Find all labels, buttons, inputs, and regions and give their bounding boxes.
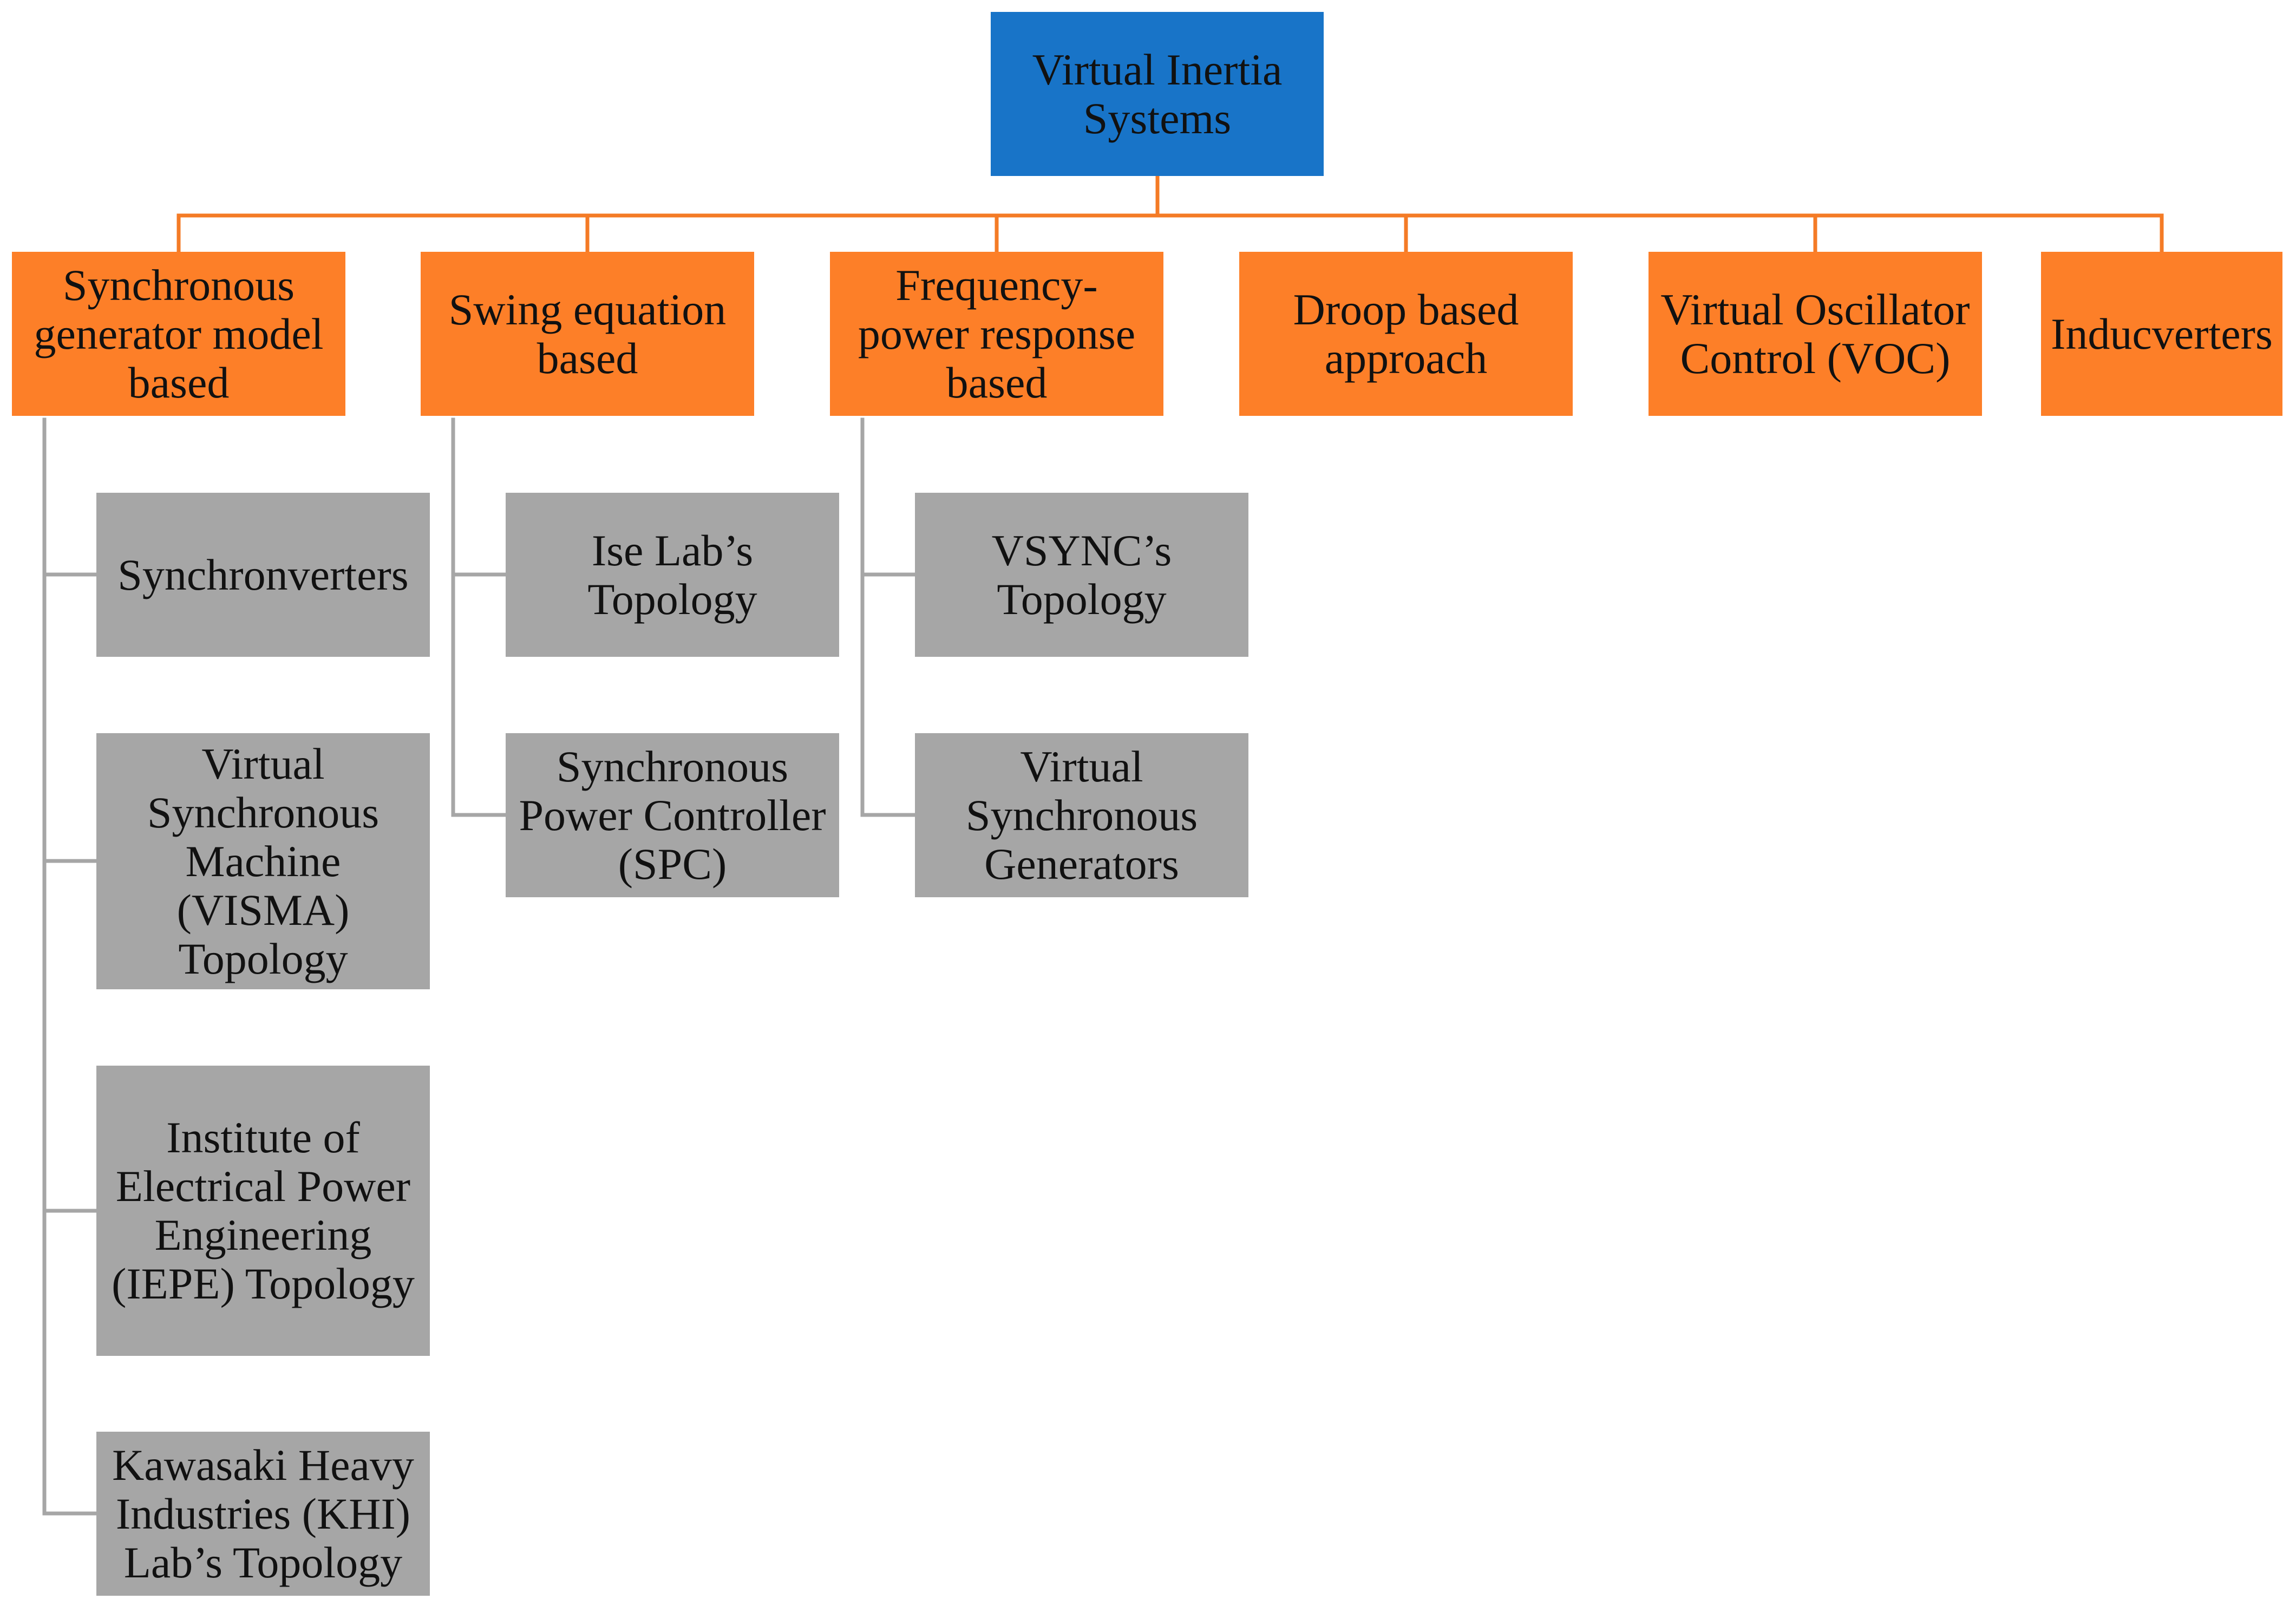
- item-node-synchronous-power-controller: Synchronous Power Controller (SPC): [506, 733, 839, 897]
- category-node-frequency-power-response: Frequency- power response based: [830, 252, 1163, 416]
- category-node-synchronous-generator-model: Synchronous generator model based: [12, 252, 345, 416]
- item-label: VSYNC’s Topology: [991, 525, 1172, 624]
- category-node-virtual-oscillator-control: Virtual Oscillator Control (VOC): [1649, 252, 1982, 416]
- category-connectors: [176, 174, 2164, 254]
- category-label: Droop based approach: [1293, 284, 1519, 383]
- item-node-virtual-synchronous-generators: Virtual Synchronous Generators: [915, 733, 1248, 897]
- item-label: Ise Lab’s Topology: [587, 525, 757, 624]
- category-label: Swing equation based: [448, 284, 727, 383]
- category-node-inducverters: Inducverters: [2041, 252, 2282, 416]
- category-node-droop-based: Droop based approach: [1239, 252, 1573, 416]
- category-node-swing-equation: Swing equation based: [421, 252, 754, 416]
- item-node-visma-topology: Virtual Synchronous Machine (VISMA) Topo…: [96, 733, 430, 989]
- item-node-synchronverters: Synchronverters: [96, 493, 430, 657]
- root-node-label: Virtual Inertia Systems: [1032, 44, 1283, 143]
- root-node: Virtual Inertia Systems: [991, 12, 1324, 176]
- item-node-vsync-topology: VSYNC’s Topology: [915, 493, 1248, 657]
- item-label: Kawasaki Heavy Industries (KHI) Lab’s To…: [112, 1440, 414, 1587]
- category-label: Frequency- power response based: [858, 260, 1136, 407]
- item-label: Synchronverters: [117, 550, 409, 599]
- item-label: Virtual Synchronous Machine (VISMA) Topo…: [147, 739, 380, 983]
- item-connectors: [42, 417, 917, 1516]
- category-label: Synchronous generator model based: [34, 260, 324, 407]
- item-node-khi-lab-topology: Kawasaki Heavy Industries (KHI) Lab’s To…: [96, 1432, 430, 1596]
- item-node-ise-lab-topology: Ise Lab’s Topology: [506, 493, 839, 657]
- item-label: Institute of Electrical Power Engineerin…: [112, 1113, 415, 1308]
- category-label: Inducverters: [2051, 309, 2273, 358]
- item-label: Synchronous Power Controller (SPC): [519, 741, 826, 889]
- item-node-iepe-topology: Institute of Electrical Power Engineerin…: [96, 1066, 430, 1356]
- category-label: Virtual Oscillator Control (VOC): [1660, 284, 1970, 383]
- item-label: Virtual Synchronous Generators: [965, 741, 1198, 889]
